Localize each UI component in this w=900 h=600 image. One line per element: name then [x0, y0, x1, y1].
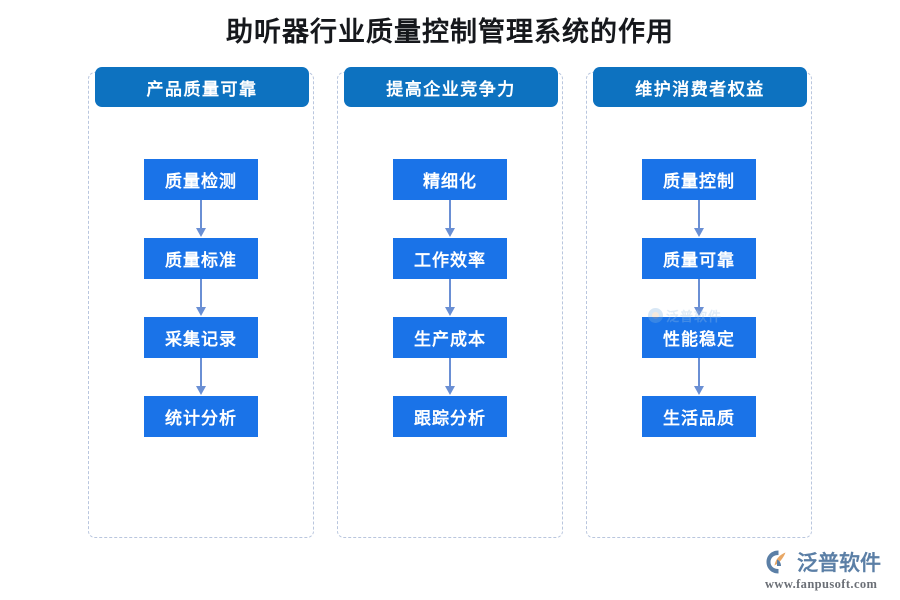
step-box[interactable]: 生产成本 [393, 317, 507, 358]
step-box[interactable]: 质量可靠 [642, 238, 756, 279]
arrow-head [694, 228, 704, 237]
arrow-down-icon [193, 200, 209, 238]
arrow-head [445, 228, 455, 237]
arrow-line [200, 279, 202, 309]
arrow-line [698, 358, 700, 388]
step-box[interactable]: 采集记录 [144, 317, 258, 358]
arrow-line [698, 279, 700, 309]
arrow-line [200, 358, 202, 388]
column-header-2: 提高企业竞争力 [344, 67, 558, 107]
arrow-head [196, 386, 206, 395]
column-header-3: 维护消费者权益 [593, 67, 807, 107]
step-list-1: 质量检测 质量标准 采集记录 统计分析 [89, 159, 313, 437]
arrow-head [445, 307, 455, 316]
arrow-head [445, 386, 455, 395]
step-box[interactable]: 质量标准 [144, 238, 258, 279]
step-box[interactable]: 质量控制 [642, 159, 756, 200]
brand-logo: 泛普软件 www.fanpusoft.com [765, 548, 893, 592]
arrow-down-icon [691, 279, 707, 317]
arrow-line [449, 279, 451, 309]
column-group-3: 维护消费者权益 质量控制 质量可靠 性能稳定 生活品质 [586, 67, 812, 538]
step-box[interactable]: 统计分析 [144, 396, 258, 437]
column-group-1: 产品质量可靠 质量检测 质量标准 采集记录 统计分析 [88, 67, 314, 538]
arrow-line [449, 358, 451, 388]
step-box[interactable]: 跟踪分析 [393, 396, 507, 437]
step-list-3: 质量控制 质量可靠 性能稳定 生活品质 [587, 159, 811, 437]
brand-name: 泛普软件 [797, 551, 881, 575]
arrow-head [694, 386, 704, 395]
columns-container: 产品质量可靠 质量检测 质量标准 采集记录 统计分析 提高企业竞争力 精细化 [88, 67, 812, 538]
column-header-1: 产品质量可靠 [95, 67, 309, 107]
arrow-head [196, 307, 206, 316]
column-group-2: 提高企业竞争力 精细化 工作效率 生产成本 跟踪分析 [337, 67, 563, 538]
page-title: 助听器行业质量控制管理系统的作用 [226, 17, 674, 47]
arrow-line [698, 200, 700, 230]
fanpu-logo-icon [766, 550, 786, 574]
arrow-line [200, 200, 202, 230]
step-box[interactable]: 质量检测 [144, 159, 258, 200]
step-box[interactable]: 生活品质 [642, 396, 756, 437]
arrow-line [449, 200, 451, 230]
arrow-down-icon [442, 200, 458, 238]
brand-logo-row: 泛普软件 [765, 548, 893, 576]
arrow-head [196, 228, 206, 237]
arrow-down-icon [193, 279, 209, 317]
step-box[interactable]: 性能稳定 [642, 317, 756, 358]
arrow-down-icon [442, 279, 458, 317]
brand-url: www.fanpusoft.com [765, 577, 878, 591]
arrow-head [694, 307, 704, 316]
step-box[interactable]: 工作效率 [393, 238, 507, 279]
arrow-down-icon [691, 200, 707, 238]
arrow-down-icon [193, 358, 209, 396]
arrow-down-icon [442, 358, 458, 396]
arrow-down-icon [691, 358, 707, 396]
step-list-2: 精细化 工作效率 生产成本 跟踪分析 [338, 159, 562, 437]
step-box[interactable]: 精细化 [393, 159, 507, 200]
